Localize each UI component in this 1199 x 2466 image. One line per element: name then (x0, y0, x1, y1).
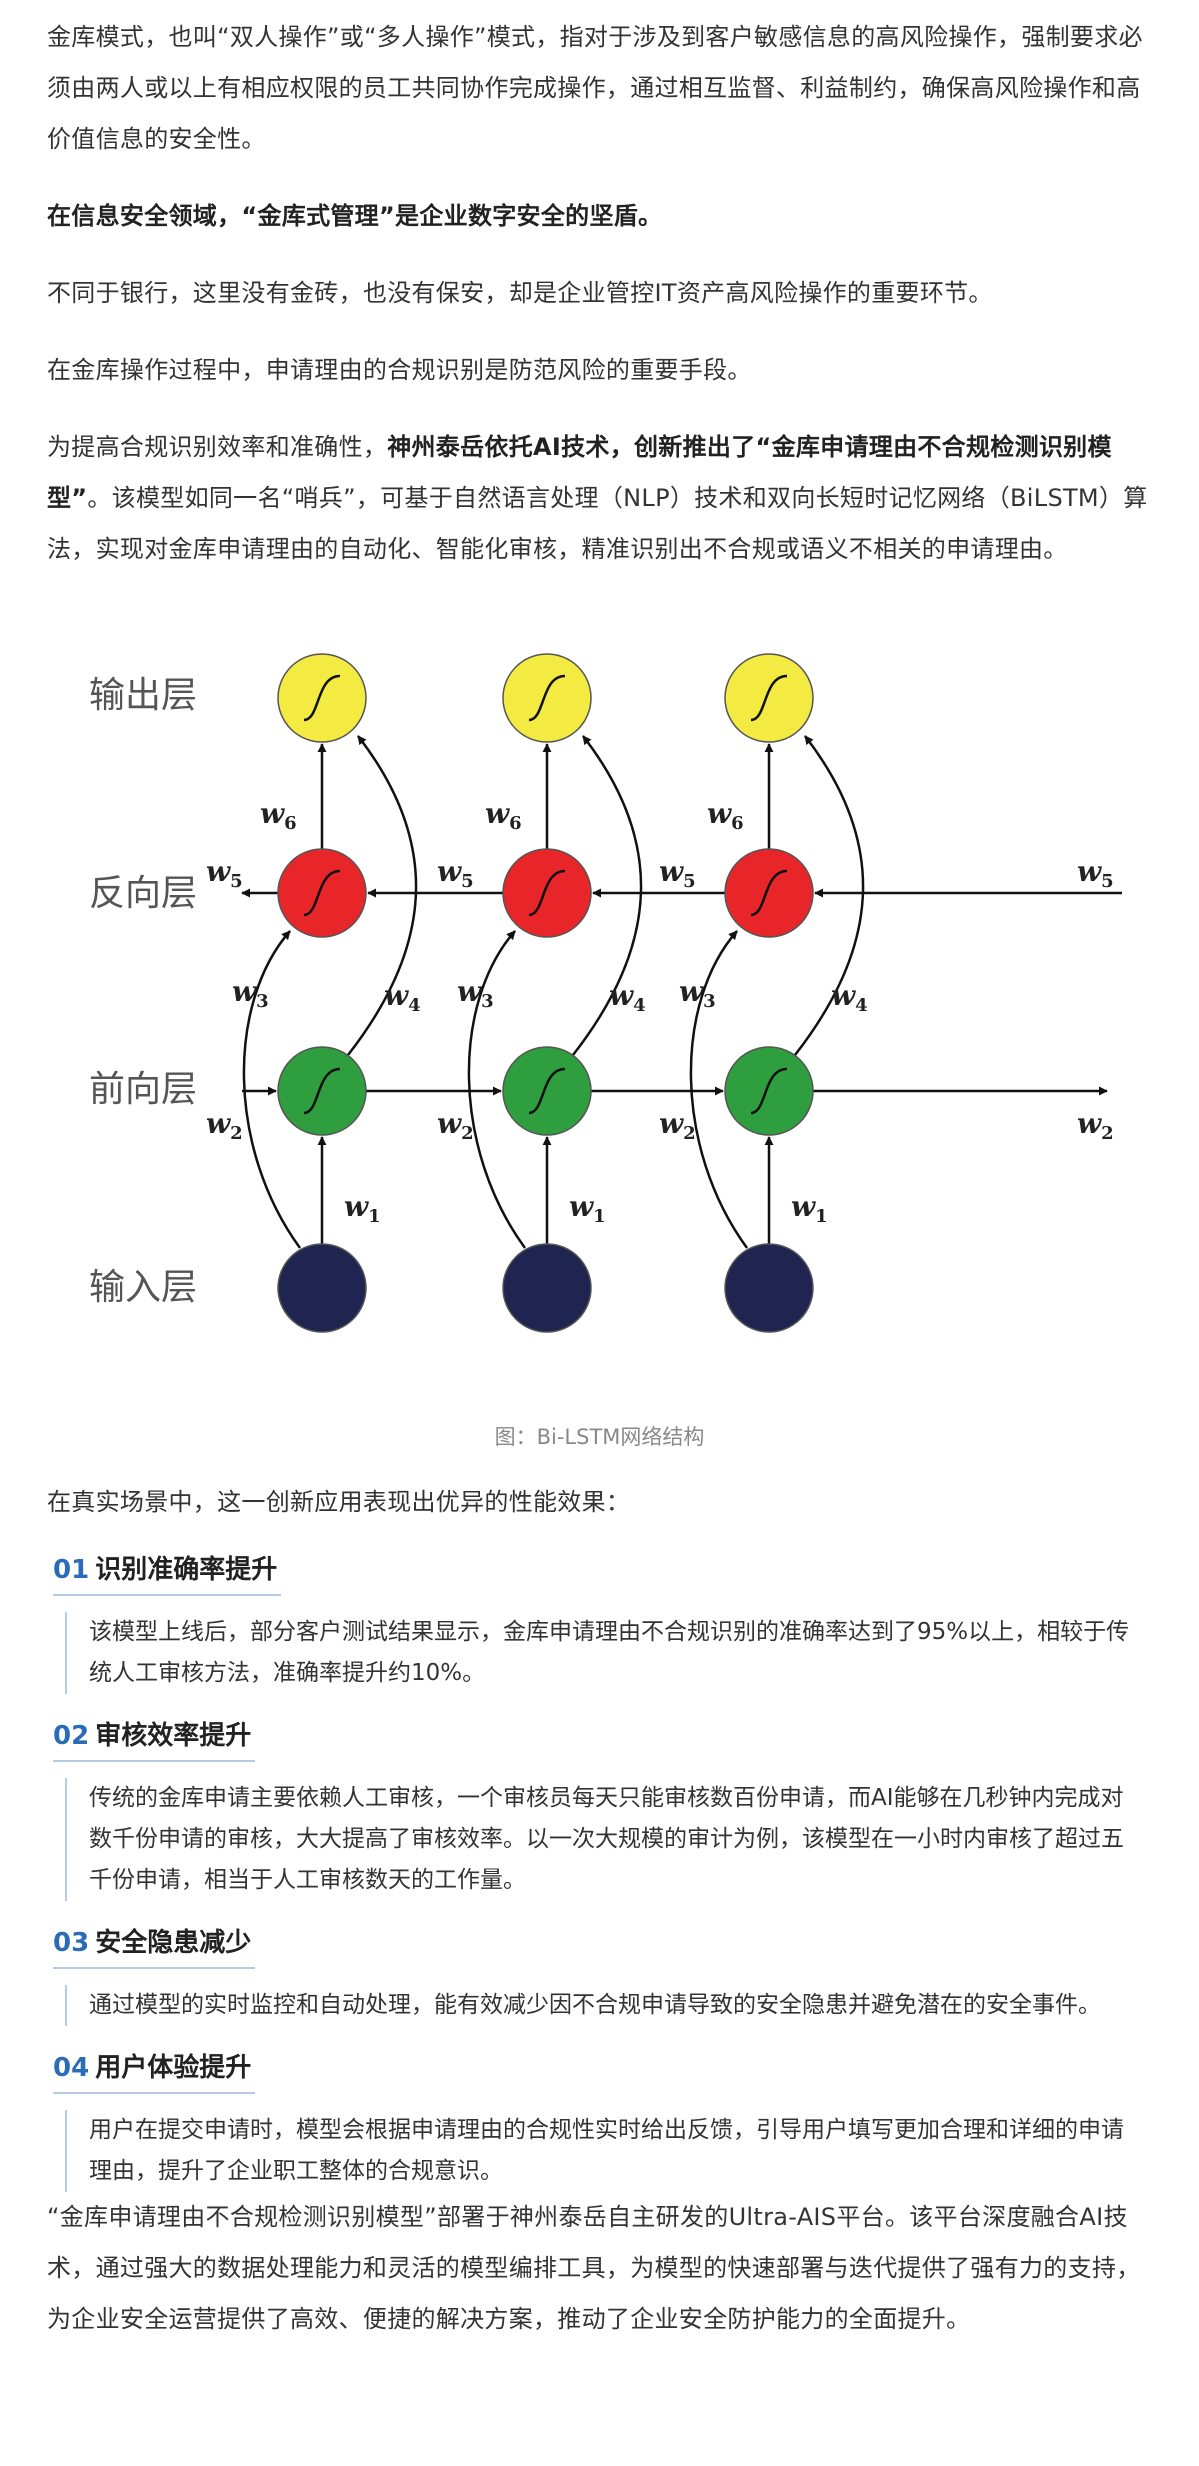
weight-label-w3: w3 (232, 975, 269, 1012)
weight-label-w2: w2 (437, 1107, 474, 1144)
compliance-paragraph: 在金库操作过程中，申请理由的合规识别是防范风险的重要手段。 (47, 356, 752, 384)
sigmoid-icon (303, 1067, 341, 1115)
results-intro: 在真实场景中，这一创新应用表现出优异的性能效果： (47, 1488, 631, 1516)
sigmoid-icon (528, 674, 566, 722)
section-number: 03 (53, 1928, 90, 1958)
layer-label-input: 输入层 (89, 1267, 197, 1308)
forward-node (724, 1046, 814, 1136)
weight-label-w2: w2 (1077, 1107, 1114, 1144)
output-node (502, 653, 592, 743)
input-to-backward-curve (242, 930, 302, 1249)
input-node (724, 1243, 814, 1333)
section-body: 通过模型的实时监控和自动处理，能有效减少因不合规申请导致的安全隐患并避免潜在的安… (65, 1985, 1152, 2026)
weight-label-w3: w3 (457, 975, 494, 1012)
intro-paragraph: 金库模式，也叫“双人操作”或“多人操作”模式，指对于涉及到客户敏感信息的高风险操… (47, 23, 1143, 153)
layer-label-backward: 反向层 (89, 873, 197, 914)
weight-label-w3: w3 (679, 975, 716, 1012)
model-paragraph-bold: 神州泰岳依托AI技术，创新推出了“金库申请理由不合规检测识别模型” (47, 433, 1112, 512)
model-paragraph-rest: 。该模型如同一名“哨兵”，可基于自然语言处理（NLP）技术和双向长短时记忆网络（… (47, 484, 1148, 563)
input-node (277, 1243, 367, 1333)
weight-label-w6: w6 (260, 797, 297, 834)
sigmoid-icon (303, 674, 341, 722)
weight-label-w2: w2 (659, 1107, 696, 1144)
section-title: 审核效率提升 (95, 1721, 252, 1751)
layer-label-forward: 前向层 (89, 1069, 197, 1110)
sigmoid-icon (750, 869, 788, 917)
section-body: 用户在提交申请时，模型会根据申请理由的合规性实时给出反馈，引导用户填写更加合理和… (65, 2110, 1152, 2192)
backward-node (502, 848, 592, 938)
forward-to-output-curve (347, 735, 418, 1056)
layer-label-output: 输出层 (89, 675, 197, 716)
forward-to-output-curve (794, 735, 865, 1056)
weight-label-w1: w1 (344, 1190, 381, 1227)
sigmoid-icon (528, 869, 566, 917)
section-body: 该模型上线后，部分客户测试结果显示，金库申请理由不合规识别的准确率达到了95%以… (65, 1612, 1152, 1694)
section-title: 识别准确率提升 (95, 1555, 278, 1585)
forward-to-output-curve (572, 735, 643, 1056)
section-title: 安全隐患减少 (95, 1928, 252, 1958)
figure-caption: 图：Bi-LSTM网络结构 (494, 1425, 705, 1449)
bank-paragraph: 不同于银行，这里没有金砖，也没有保安，却是企业管控IT资产高风险操作的重要环节。 (47, 279, 993, 307)
weight-label-w5: w5 (206, 855, 243, 892)
weight-label-w5: w5 (1077, 855, 1114, 892)
weight-label-w6: w6 (707, 797, 744, 834)
output-node (724, 653, 814, 743)
sigmoid-icon (750, 674, 788, 722)
section-number: 01 (53, 1555, 90, 1585)
sigmoid-icon (303, 869, 341, 917)
section-number: 02 (53, 1721, 90, 1751)
sigmoid-icon (750, 1067, 788, 1115)
section-number: 04 (53, 2053, 90, 2083)
backward-node (724, 848, 814, 938)
weight-label-w1: w1 (791, 1190, 828, 1227)
input-to-backward-curve (467, 930, 527, 1249)
weight-label-w5: w5 (437, 855, 474, 892)
weight-label-w1: w1 (569, 1190, 606, 1227)
model-paragraph: 为提高合规识别效率和准确性，神州泰岳依托AI技术，创新推出了“金库申请理由不合规… (47, 422, 1152, 575)
forward-node (277, 1046, 367, 1136)
sigmoid-icon (528, 1067, 566, 1115)
model-paragraph-lead: 为提高合规识别效率和准确性， (47, 433, 388, 461)
weight-label-w6: w6 (485, 797, 522, 834)
input-node (502, 1243, 592, 1333)
section-body: 传统的金库申请主要依赖人工审核，一个审核员每天只能审核数百份申请，而AI能够在几… (65, 1778, 1152, 1901)
weight-label-w5: w5 (659, 855, 696, 892)
weight-label-w4: w4 (831, 979, 868, 1016)
platform-paragraph: “金库申请理由不合规检测识别模型”部署于神州泰岳自主研发的Ultra-AIS平台… (47, 2203, 1141, 2333)
section-title: 用户体验提升 (95, 2053, 252, 2083)
input-to-backward-curve (689, 930, 749, 1249)
weight-label-w4: w4 (609, 979, 646, 1016)
weight-label-w4: w4 (384, 979, 421, 1016)
backward-node (277, 848, 367, 938)
forward-node (502, 1046, 592, 1136)
highlight-paragraph: 在信息安全领域，“金库式管理”是企业数字安全的坚盾。 (47, 202, 663, 230)
output-node (277, 653, 367, 743)
weight-label-w2: w2 (206, 1107, 243, 1144)
